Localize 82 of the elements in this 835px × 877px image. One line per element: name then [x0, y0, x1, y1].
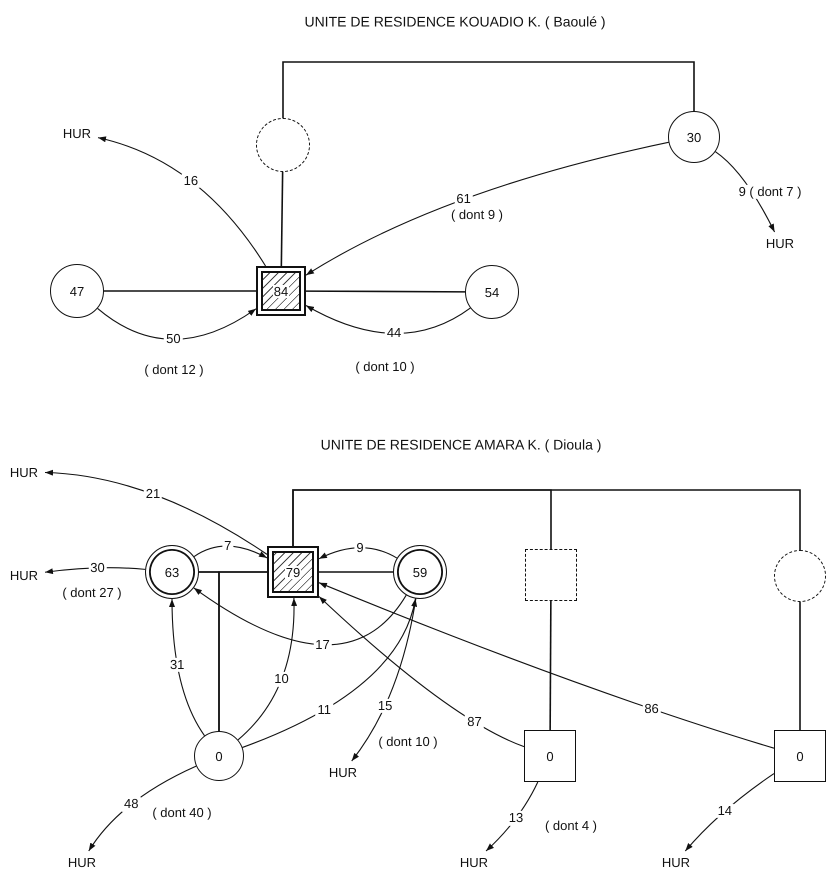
node-number: 79: [284, 566, 302, 578]
connector-line: [319, 571, 393, 573]
square-node: [524, 730, 576, 782]
arrow: [318, 547, 398, 560]
destination-label: HUR: [6, 464, 42, 480]
edge-label: 21: [144, 487, 162, 502]
edge-label: 61: [454, 192, 473, 206]
destination-label: HUR: [456, 854, 492, 870]
arrow: [98, 136, 266, 266]
arrow: [194, 587, 407, 646]
count-note: ( dont 27 ): [62, 586, 122, 600]
edge-label: 17: [313, 638, 332, 652]
edge-label: 10: [272, 672, 291, 687]
connector-line: [218, 571, 267, 731]
arrow: [318, 596, 524, 748]
destination-label: HUR: [762, 235, 798, 251]
arrow: [194, 546, 268, 558]
connector-line: [104, 290, 256, 292]
count-note: ( dont 12 ): [144, 362, 204, 378]
edge-label: 14: [716, 804, 734, 818]
node-number: 0: [214, 750, 224, 762]
node-number: 84: [272, 284, 290, 298]
edge-label: 31: [168, 657, 186, 672]
dashed-square-node: [525, 549, 577, 601]
node-number: 0: [795, 750, 805, 762]
node-number: 63: [164, 566, 180, 578]
circle-node: [465, 265, 519, 319]
circle-node: [50, 264, 104, 318]
arrow: [306, 142, 669, 276]
arrow: [486, 782, 538, 852]
destination-label: HUR: [64, 854, 100, 870]
hatched-square-node: [256, 266, 306, 316]
edge-label: 15: [376, 698, 394, 713]
double-circle-node: [145, 545, 199, 599]
node-number: 47: [68, 284, 86, 298]
section-heading: UNITE DE RESIDENCE KOUADIO K. ( Baoulé ): [304, 14, 606, 30]
edge-label: 9: [354, 540, 366, 555]
section-heading: UNITE DE RESIDENCE AMARA K. ( Dioula ): [320, 437, 602, 453]
hatched-square-node: [267, 546, 319, 598]
edge-label: 48: [122, 797, 140, 812]
count-note: ( dont 10 ): [378, 734, 438, 750]
count-note: ( dont 4 ): [544, 818, 598, 834]
arrow: [684, 773, 774, 852]
square-node: [774, 730, 826, 782]
arrow: [44, 470, 268, 555]
count-note: ( dont 40 ): [152, 806, 212, 820]
count-note: ( dont 10 ): [355, 360, 415, 374]
edge-label: 9 ( dont 7 ): [736, 184, 804, 200]
edge-label: 30: [88, 560, 107, 576]
edge-label: 13: [506, 811, 526, 826]
destination-label: HUR: [59, 125, 95, 141]
arrow: [318, 582, 774, 749]
edge-label: 50: [164, 332, 183, 346]
arrow: [306, 305, 471, 334]
edge-label: 16: [182, 174, 200, 188]
circle-node: [194, 731, 244, 781]
node-number: 0: [545, 750, 555, 762]
arrow: [242, 598, 417, 748]
edge-label: 86: [642, 702, 661, 716]
arrow: [97, 308, 256, 340]
node-number: 30: [686, 130, 702, 144]
connector-line: [306, 290, 465, 293]
connector-line: [799, 602, 801, 730]
double-circle-node: [393, 545, 447, 599]
node-number: 54: [484, 286, 500, 298]
connector-line: [549, 601, 552, 730]
node-number: 59: [412, 566, 428, 578]
arrow: [44, 567, 146, 574]
arrow: [169, 599, 205, 736]
arrow: [238, 598, 297, 740]
destination-label: HUR: [325, 764, 361, 780]
count-note: ( dont 9 ): [450, 208, 504, 222]
edge-label: 87: [465, 714, 484, 730]
edge-label: 11: [315, 702, 333, 718]
connector-line: [282, 61, 695, 118]
destination-label: HUR: [658, 854, 694, 870]
circle-node: [668, 111, 720, 163]
connector-line: [292, 489, 801, 550]
arrow: [351, 598, 416, 762]
destination-label: HUR: [6, 567, 42, 583]
arrow: [88, 766, 196, 852]
connector-line: [280, 172, 284, 266]
